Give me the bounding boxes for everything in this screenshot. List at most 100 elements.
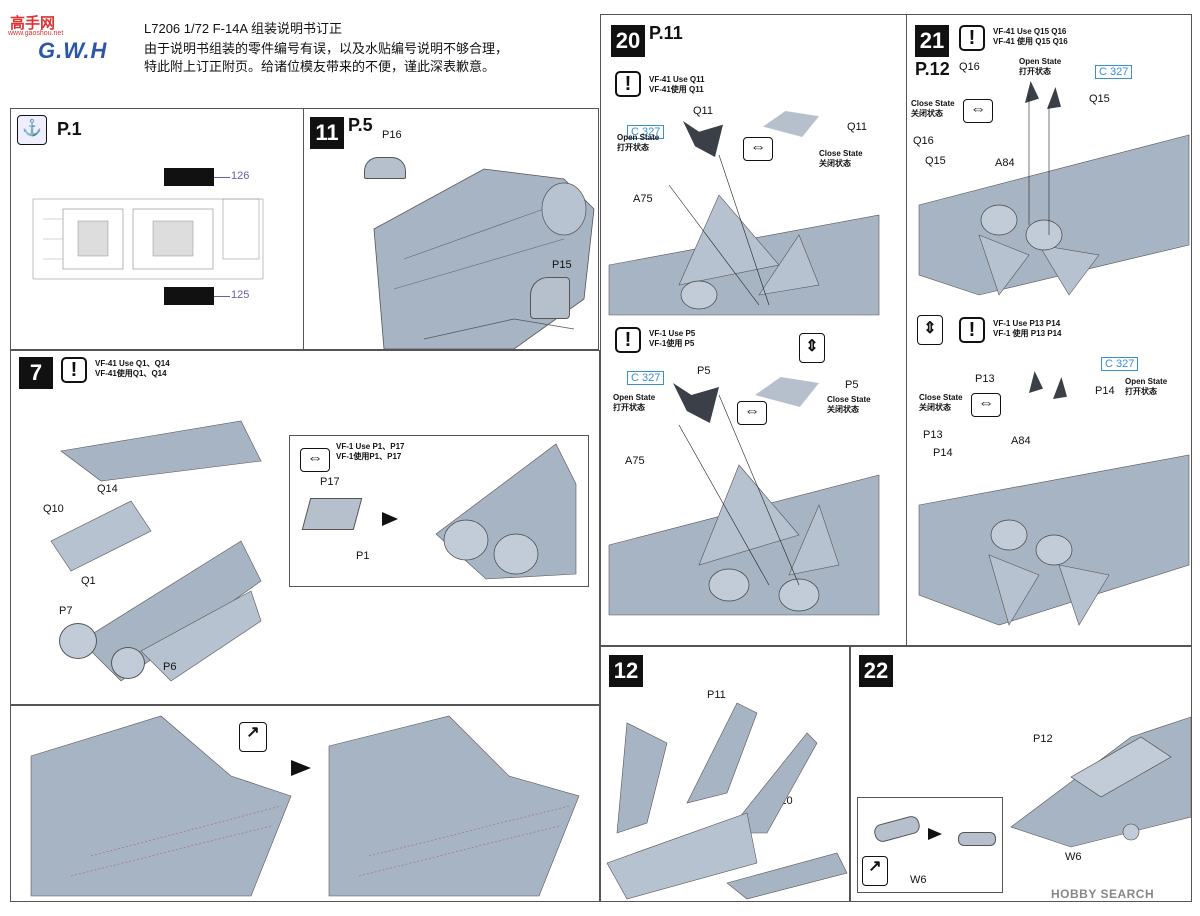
callout-line-126 bbox=[214, 177, 230, 178]
open-state-en: Open State bbox=[1019, 57, 1062, 66]
step-number: 12 bbox=[609, 655, 643, 687]
variant-note-cn: VF-41使用Q1、Q14 bbox=[95, 369, 167, 378]
right-arrow-icon bbox=[291, 760, 311, 776]
variant-note-en: VF-1 Use P13 P14 bbox=[993, 319, 1061, 328]
vertical-swap-icon: ⇕ bbox=[917, 315, 943, 345]
step-number: 7 bbox=[19, 357, 53, 389]
variant-sub-panel: ⇔ VF-1 Use P1、P17 VF-1使用P1、P17 P17 P1 bbox=[289, 435, 589, 587]
swap-arrows-icon: ⇔ bbox=[300, 448, 330, 472]
step-number: 11 bbox=[310, 117, 344, 149]
warning-icon: ! bbox=[959, 25, 985, 51]
part-label-a75: A75 bbox=[625, 455, 645, 467]
close-state-cn: 关闭状态 bbox=[919, 403, 951, 412]
close-state-en: Close State bbox=[911, 99, 955, 108]
part-q16-open bbox=[1025, 81, 1039, 103]
wing-after-illustration bbox=[328, 715, 580, 897]
decal-apply-icon: ↗ bbox=[862, 856, 888, 886]
part-label-a84: A84 bbox=[995, 157, 1015, 169]
part-label-q11: Q11 bbox=[693, 105, 713, 117]
part-label-p7: P7 bbox=[59, 605, 73, 617]
part-label-p14-closed: P14 bbox=[933, 447, 953, 459]
swap-arrows-icon: ⇔ bbox=[963, 99, 993, 123]
part-p17-shape bbox=[301, 498, 363, 530]
variant-note-en: VF-1 Use P5 bbox=[649, 329, 696, 338]
open-state-en: Open State bbox=[1125, 377, 1168, 386]
part-label-q16-closed: Q16 bbox=[913, 135, 934, 147]
part-label-p13-closed: P13 bbox=[923, 429, 943, 441]
part-p16-shape bbox=[364, 157, 406, 179]
step-number: 22 bbox=[859, 655, 893, 687]
p1-panel: ⚓ P.1 126 125 bbox=[10, 108, 304, 350]
part-label-p11: P11 bbox=[707, 689, 726, 701]
part-label-p14: P14 bbox=[1095, 385, 1115, 397]
rear-fuselage-illustration-b bbox=[918, 454, 1190, 626]
wing-before-illustration bbox=[30, 715, 292, 897]
step-20-panel: 20 P.11 ! VF-41 Use Q11 VF-41使用 Q11 C 32… bbox=[600, 14, 907, 646]
part-label-w6: W6 bbox=[910, 874, 927, 886]
swap-arrows-icon: ⇔ bbox=[971, 393, 1001, 417]
part-label-p6: P6 bbox=[163, 661, 177, 673]
close-state-cn: 关闭状态 bbox=[819, 159, 851, 168]
part-q11-closed bbox=[763, 111, 819, 137]
decal-block-126 bbox=[164, 168, 214, 186]
step-21-panel: 21 P.12 ! VF-41 Use Q15 Q16 VF-41 使用 Q15… bbox=[906, 14, 1192, 646]
probe-decal-shape bbox=[958, 832, 996, 846]
warning-icon: ! bbox=[959, 317, 985, 343]
page-label: P.5 bbox=[348, 115, 373, 135]
page-label: P.1 bbox=[57, 119, 82, 139]
part-p15-shape bbox=[530, 277, 570, 319]
part-label-q15-closed: Q15 bbox=[925, 155, 946, 167]
variant-note-cn: VF-1使用 P5 bbox=[649, 339, 695, 348]
part-label-p12: P12 bbox=[1033, 733, 1053, 745]
open-state-cn: 打开状态 bbox=[613, 403, 645, 412]
open-state-cn: 打开状态 bbox=[1019, 67, 1051, 76]
step-7-panel: 7 ! VF-41 Use Q1、Q14 VF-41使用Q1、Q14 Q14 Q… bbox=[10, 350, 600, 705]
part-q11-open bbox=[683, 121, 723, 157]
intake-assembly-illustration bbox=[50, 420, 262, 682]
part-p14-open bbox=[1053, 377, 1067, 399]
vertical-swap-icon: ⇕ bbox=[799, 333, 825, 363]
tail-assembly-illustration bbox=[606, 702, 848, 900]
part-label-p1: P1 bbox=[356, 550, 370, 562]
open-state-en: Open State bbox=[617, 133, 660, 142]
right-arrow-icon bbox=[928, 828, 942, 840]
intake-assembled-illustration bbox=[435, 443, 577, 580]
header-panel: 高手网 www.gaoshou.net G.W.H L7206 1/72 F-1… bbox=[8, 8, 600, 108]
decal-c327: C 327 bbox=[627, 125, 665, 139]
decal-c327: C 327 bbox=[1095, 65, 1133, 79]
part-label-p15: P15 bbox=[552, 259, 572, 271]
header-body-line2: 特此附上订正附页。给诸位模友带来的不便，谨此深表歉意。 bbox=[144, 59, 496, 74]
callout-125: 125 bbox=[231, 289, 250, 301]
decal-c327: C 327 bbox=[1101, 357, 1139, 371]
part-label-q11-closed: Q11 bbox=[847, 121, 867, 133]
nose-cockpit-illustration bbox=[1010, 716, 1192, 848]
step-number: 21 bbox=[915, 25, 949, 57]
rear-fuselage-illustration-a bbox=[918, 95, 1190, 296]
wing-detail-panel: ↗ bbox=[10, 705, 600, 902]
header-body-line1: 由于说明书组装的零件编号有误，以及水贴编号说明不够合理， bbox=[144, 41, 509, 56]
variant-note-cn: VF-41使用 Q11 bbox=[649, 85, 704, 94]
part-label-p5-closed: P5 bbox=[845, 379, 859, 391]
part-label-p17: P17 bbox=[320, 476, 340, 488]
decal-block-125 bbox=[164, 287, 214, 305]
part-label-a84: A84 bbox=[1011, 435, 1031, 447]
step-12-panel: 12 P11 P10 bbox=[600, 646, 850, 902]
decal-c327: C 327 bbox=[627, 371, 665, 385]
probe-part-shape bbox=[872, 814, 922, 844]
part-p7-ring bbox=[59, 623, 97, 659]
part-p13-open bbox=[1029, 371, 1043, 393]
right-arrow-icon bbox=[382, 512, 398, 526]
part-label-w6: W6 bbox=[1065, 851, 1082, 863]
variant-note-en: VF-1 Use P1、P17 bbox=[336, 442, 405, 451]
part-label-p16: P16 bbox=[382, 129, 402, 141]
variant-note-cn: VF-1 使用 P13 P14 bbox=[993, 329, 1062, 338]
open-state-cn: 打开状态 bbox=[1125, 387, 1157, 396]
part-label-a75: A75 bbox=[633, 193, 653, 205]
decal-detail-subpanel: ↗ W6 bbox=[857, 797, 1003, 893]
step-number: 20 bbox=[611, 25, 645, 57]
site-url: www.gaoshou.net bbox=[8, 30, 64, 37]
part-label-p13: P13 bbox=[975, 373, 995, 385]
close-state-en: Close State bbox=[819, 149, 863, 158]
variant-note-cn: VF-1使用P1、P17 bbox=[336, 452, 402, 461]
aft-fuselage-illustration-a bbox=[608, 154, 880, 316]
